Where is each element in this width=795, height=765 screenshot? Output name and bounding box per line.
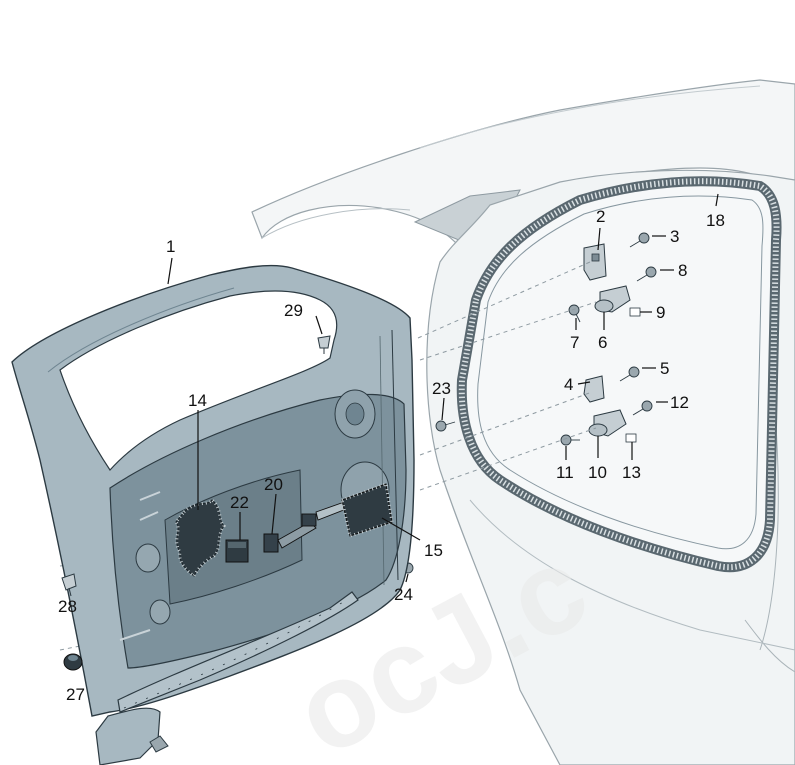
bolt-icon [636,266,657,282]
sealing-patch [340,481,394,538]
callout-2: 2 [596,207,605,226]
door-seal [456,176,782,573]
lower-hinge-cap [625,433,637,443]
callout-labels: 1 2 3 8 9 7 6 4 5 12 11 10 13 18 14 22 2… [58,207,725,704]
callout-18: 18 [706,211,725,230]
bolt-icon [568,304,581,323]
callout-8: 8 [678,261,687,280]
bolt-icon [619,366,640,382]
callout-11: 11 [556,463,574,482]
plug-icon [63,653,83,671]
callout-4: 4 [564,375,573,394]
callout-28: 28 [58,597,77,616]
trim-clip-icon [149,735,169,753]
callout-22: 22 [230,493,249,512]
lower-trim-piece [95,707,161,765]
callout-1: 1 [166,237,175,256]
callout-24: 24 [394,585,413,604]
bolt-icon [435,420,456,432]
check-strap-housing [263,533,279,553]
callout-12: 12 [670,393,689,412]
callout-14: 14 [188,391,207,410]
bolts [395,232,657,574]
clip-icon [317,335,331,354]
front-door [11,264,415,717]
door-window-glass [59,290,338,471]
bolt-icon [632,400,653,416]
clip-icon [61,573,77,597]
upper-hinge-body-part [583,243,607,281]
upper-hinge-cap [629,307,641,317]
upper-hinge-group [583,243,641,317]
callout-5: 5 [660,359,669,378]
callout-27: 27 [66,685,85,704]
callout-9: 9 [656,303,665,322]
sill-trim-strip [95,591,359,765]
callout-7: 7 [570,333,579,352]
callout-10: 10 [588,463,607,482]
car-body-shell [251,79,795,765]
callout-13: 13 [622,463,641,482]
callout-15: 15 [424,541,443,560]
leader-lines [167,193,719,583]
bolt-icon [560,434,580,446]
clips [61,335,331,671]
lower-hinge-body-part [583,375,605,403]
callout-6: 6 [598,333,607,352]
callout-20: 20 [264,475,283,494]
bolt-icon [629,232,650,248]
callout-29: 29 [284,301,303,320]
callout-23: 23 [432,379,451,398]
callout-3: 3 [670,227,679,246]
